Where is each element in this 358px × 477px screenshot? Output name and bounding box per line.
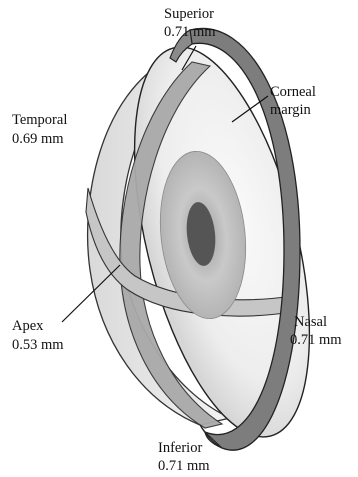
nasal-value: 0.71 mm bbox=[290, 332, 342, 348]
corneal-margin-label-line2: margin bbox=[270, 102, 312, 118]
inferior-value: 0.71 mm bbox=[158, 458, 210, 474]
temporal-value: 0.69 mm bbox=[12, 131, 64, 147]
apex-value: 0.53 mm bbox=[12, 337, 64, 353]
temporal-label: Temporal bbox=[12, 112, 67, 128]
corneal-margin-label-line1: Corneal bbox=[270, 84, 316, 100]
apex-label: Apex bbox=[12, 318, 44, 334]
superior-value: 0.71 mm bbox=[164, 24, 216, 40]
nasal-label: Nasal bbox=[294, 314, 327, 330]
superior-label: Superior bbox=[164, 6, 214, 22]
inferior-label: Inferior bbox=[158, 440, 202, 456]
